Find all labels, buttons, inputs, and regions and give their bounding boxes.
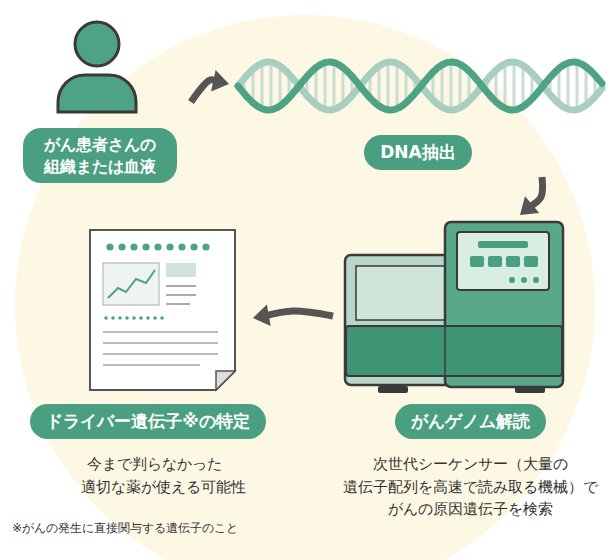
dna-helix	[238, 62, 602, 110]
flow-arrow	[253, 304, 333, 326]
dna-rung	[270, 62, 273, 110]
doc-dot	[106, 243, 113, 250]
dna-rung	[522, 65, 525, 106]
dna-rung	[576, 62, 579, 109]
arrow-shaft	[265, 311, 333, 316]
doc-dot	[202, 243, 209, 250]
doc-dot	[118, 243, 125, 250]
stage-label: がん患者さんの 組織または血液	[23, 128, 177, 183]
doc-dot	[111, 316, 115, 320]
dna-rung	[378, 66, 381, 106]
dna-rung	[459, 64, 462, 107]
doc-dot	[160, 316, 164, 320]
footnote: ※がんの発生に直接関与する遺伝子のこと	[12, 520, 238, 537]
flow-arrow	[520, 177, 542, 215]
dna-rung	[567, 63, 570, 109]
dna-strand	[238, 62, 602, 110]
doc-dot	[166, 243, 173, 250]
stage-description: 今まで判らなかった 適切な薬が使える可能性	[81, 453, 228, 498]
dna-rung	[261, 63, 264, 108]
doc-dot	[125, 316, 129, 320]
stage-label: DNA抽出	[364, 135, 472, 170]
arrow-head	[253, 304, 271, 326]
arrow-head	[211, 70, 229, 92]
dna-rung	[441, 65, 444, 107]
stage-node: がんゲノム解読次世代シーケンサー（大量の 遺伝子配列を高速で読み取る機械）で が…	[336, 218, 606, 540]
sequencer-machine	[345, 222, 563, 393]
dna-rung	[450, 62, 453, 110]
doc-dot	[146, 316, 150, 320]
doc-dot	[118, 316, 122, 320]
flow-arrow	[191, 70, 229, 102]
dna-rung	[333, 63, 336, 110]
dna-rung	[387, 62, 390, 110]
doc-dot	[104, 316, 108, 320]
stage-node: がん患者さんの 組織または血液	[10, 15, 188, 190]
dna-strand	[238, 62, 602, 110]
report-document	[90, 230, 235, 390]
doc-dot	[130, 243, 137, 250]
doc-dot	[190, 243, 197, 250]
patient-icon	[58, 22, 136, 112]
stage-node: DNA抽出	[232, 52, 608, 174]
doc-dot	[132, 316, 136, 320]
dna-rung	[585, 67, 588, 105]
doc-dot	[178, 243, 185, 250]
doc-dot	[142, 243, 149, 250]
stage-node: ドライバー遺伝子※の特定今まで判らなかった 適切な薬が使える可能性	[8, 225, 250, 515]
stage-label: ドライバー遺伝子※の特定	[30, 404, 266, 439]
dna-rung	[504, 64, 507, 108]
arrow-head	[520, 196, 539, 215]
stage-description: 次世代シーケンサー（大量の 遺伝子配列を高速で読み取る機械）で がんの原因遺伝子…	[338, 453, 602, 521]
doc-dot	[154, 243, 161, 250]
doc-dot	[139, 316, 143, 320]
stage-label: がんゲノム解読	[395, 404, 546, 439]
doc-dot	[153, 316, 157, 320]
dna-rung	[324, 63, 327, 110]
dna-rung	[279, 66, 282, 106]
dna-rung	[396, 63, 399, 108]
dna-rung	[513, 62, 516, 110]
arrow-shaft	[529, 177, 542, 207]
